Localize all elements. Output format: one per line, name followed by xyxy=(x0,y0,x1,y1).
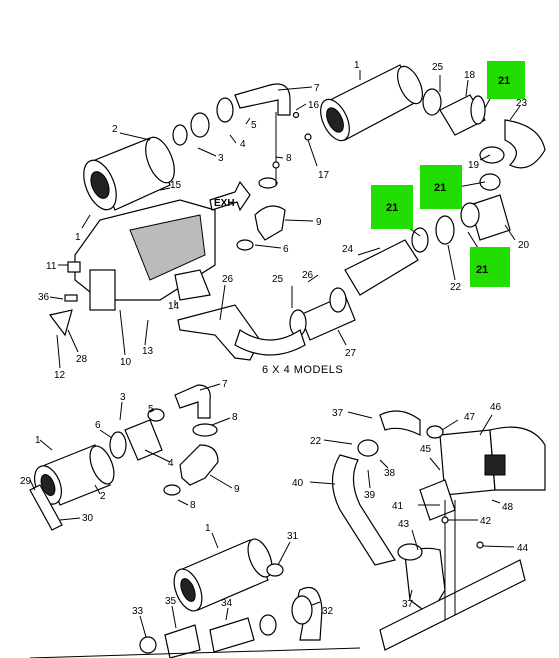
label-26: 26 xyxy=(222,274,234,285)
label-14: 14 xyxy=(168,301,180,312)
label-8-mid: 8 xyxy=(232,412,238,423)
label-4-mid: 4 xyxy=(168,458,174,469)
label-17: 17 xyxy=(318,170,330,181)
highlight-21-c-text: 21 xyxy=(386,202,398,214)
label-23: 23 xyxy=(516,98,528,109)
label-25-b: 25 xyxy=(432,62,444,73)
label-38: 38 xyxy=(384,468,396,479)
label-25: 25 xyxy=(272,274,284,285)
highlight-21-d-text: 21 xyxy=(476,264,488,276)
label-1-muffler: 1 xyxy=(354,60,360,71)
label-26-b: 26 xyxy=(302,270,314,281)
middle-left-assembly: 1 6 3 5 4 7 8 9 8 2 29 30 xyxy=(20,379,240,531)
label-11: 11 xyxy=(46,261,57,272)
label-43: 43 xyxy=(398,519,410,530)
label-7: 7 xyxy=(314,83,320,94)
label-3-mid: 3 xyxy=(120,392,126,403)
label-48: 48 xyxy=(502,502,514,513)
label-22: 22 xyxy=(450,282,462,293)
label-46: 46 xyxy=(490,402,502,413)
label-47: 47 xyxy=(464,412,476,423)
label-7-mid: 7 xyxy=(222,379,228,390)
label-18: 18 xyxy=(464,70,476,81)
label-19: 19 xyxy=(468,160,480,171)
top-assembly: EXH xyxy=(38,60,546,381)
label-41: 41 xyxy=(392,501,404,512)
label-44: 44 xyxy=(517,543,529,554)
highlight-21-a xyxy=(487,61,525,99)
label-13: 13 xyxy=(142,346,154,357)
label-28: 28 xyxy=(76,354,88,365)
svg-text:EXH: EXH xyxy=(214,198,235,209)
label-2: 2 xyxy=(112,124,118,135)
label-35: 35 xyxy=(165,596,177,607)
label-24: 24 xyxy=(342,244,354,255)
label-8: 8 xyxy=(286,153,292,164)
label-33: 33 xyxy=(132,606,144,617)
label-32: 32 xyxy=(322,606,334,617)
highlight-21-c xyxy=(371,185,413,229)
label-6: 6 xyxy=(283,244,289,255)
label-5-mid: 5 xyxy=(148,404,154,415)
label-31: 31 xyxy=(287,531,299,542)
label-30: 30 xyxy=(82,513,94,524)
middle-right-assembly: 37 22 38 39 40 41 42 43 44 45 46 47 48 3… xyxy=(292,402,546,651)
label-22-mid: 22 xyxy=(310,436,322,447)
label-2-mid: 2 xyxy=(100,491,106,502)
engine-bracket xyxy=(74,199,216,311)
label-12: 12 xyxy=(54,370,66,381)
highlight-21-b-text: 21 xyxy=(434,182,446,194)
highlight-21-a-text: 21 xyxy=(498,75,510,87)
label-34: 34 xyxy=(221,598,233,609)
highlight-21-b xyxy=(420,165,462,209)
label-8-mid-b: 8 xyxy=(190,500,196,511)
air-cleaner-left xyxy=(83,136,175,211)
label-27: 27 xyxy=(345,348,357,359)
label-1-bottom: 1 xyxy=(205,523,211,534)
label-37: 37 xyxy=(332,408,344,419)
label-9-mid: 9 xyxy=(234,484,240,495)
caption-6x4-models: 6 X 4 MODELS xyxy=(262,364,343,376)
label-6-mid: 6 xyxy=(95,420,101,431)
label-39: 39 xyxy=(364,490,376,501)
label-40: 40 xyxy=(292,478,304,489)
highlight-21-d xyxy=(470,247,510,287)
label-20: 20 xyxy=(518,240,530,251)
label-15: 15 xyxy=(170,180,182,191)
label-1-mid: 1 xyxy=(35,435,41,446)
bottom-assembly: 1 31 32 33 35 34 xyxy=(29,523,361,658)
label-45: 45 xyxy=(420,444,432,455)
label-9: 9 xyxy=(316,217,322,228)
label-42: 42 xyxy=(480,516,492,527)
label-29: 29 xyxy=(20,476,32,487)
label-5: 5 xyxy=(251,120,257,131)
label-37-b: 37 xyxy=(402,599,414,610)
label-36: 36 xyxy=(38,292,50,303)
label-3: 3 xyxy=(218,153,224,164)
muffler-top xyxy=(320,64,442,142)
label-16: 16 xyxy=(308,100,320,111)
label-1: 1 xyxy=(75,232,81,243)
label-10: 10 xyxy=(120,357,132,368)
label-4: 4 xyxy=(240,139,246,150)
